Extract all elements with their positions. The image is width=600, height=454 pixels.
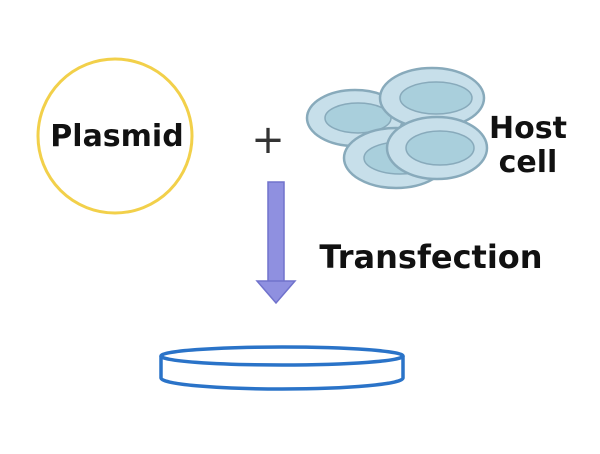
plus-sign: + bbox=[251, 117, 285, 163]
culture-dish bbox=[159, 345, 405, 391]
transfection-label: Transfection bbox=[319, 238, 542, 276]
plasmid-label: Plasmid bbox=[50, 119, 183, 154]
host-cell-label-line2: cell bbox=[499, 145, 558, 180]
plasmid-ring bbox=[36, 57, 194, 215]
culture-dish-rim bbox=[159, 345, 405, 367]
host-cell-label-line1: Host bbox=[489, 111, 567, 146]
transfection-arrow bbox=[255, 181, 297, 305]
host-cell-back-left bbox=[305, 88, 405, 148]
plasmid: Plasmid bbox=[36, 57, 194, 215]
host-cells bbox=[305, 66, 489, 190]
host-cell-front-right bbox=[385, 115, 489, 181]
